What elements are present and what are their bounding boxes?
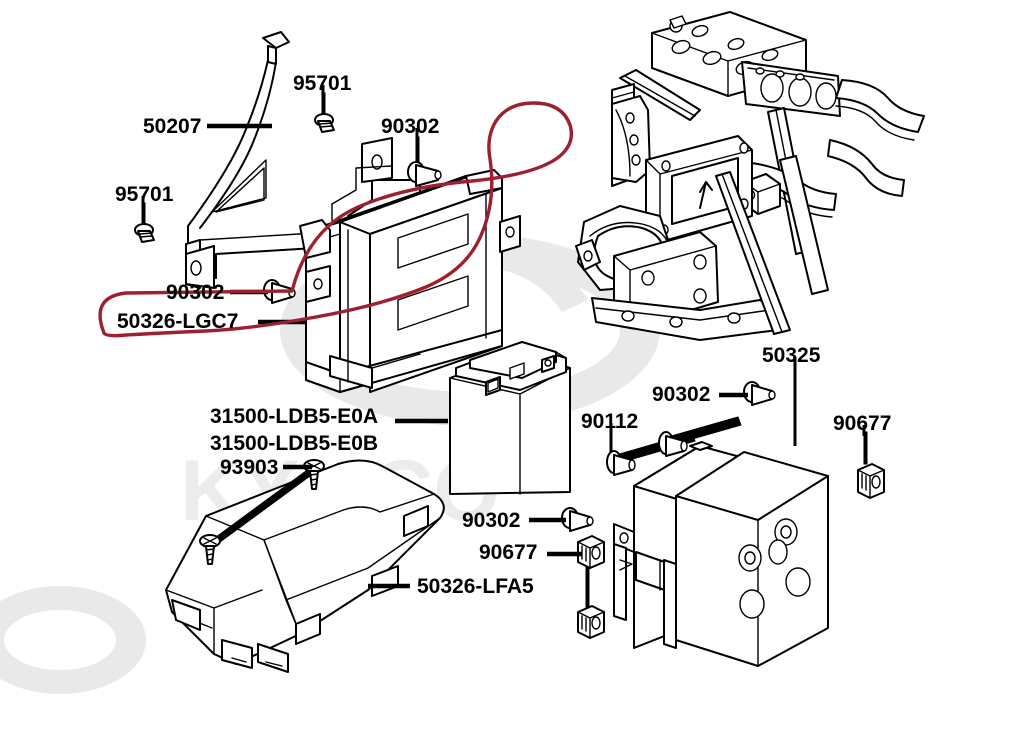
label-90677-right: 90677 [833,412,892,435]
label-50325: 50325 [762,344,821,367]
fastener-95701-top [314,92,335,133]
fastener-90302-right [743,381,776,406]
label-31500-ldb5-e0a: 31500-LDB5-E0A [210,405,379,428]
red-highlight-annotation [98,101,574,338]
label-95701-left: 95701 [115,183,174,206]
fastener-90302-bottom [561,507,594,532]
fastener-90677-bottom [577,535,605,639]
label-90112: 90112 [581,410,639,433]
part-50207-bracket [185,31,421,289]
label-90302-bottom: 90302 [462,509,521,532]
fastener-90112-bolts [606,416,742,476]
label-90677-bottom: 90677 [479,541,538,564]
label-90302-right: 90302 [652,383,711,406]
part-50325-ecu-case [613,441,829,667]
fastener-95701-left [134,202,155,243]
label-90302-left: 90302 [166,281,225,304]
frame-assembly-background [575,11,925,341]
fastener-90302-top [407,136,442,187]
label-31500-ldb5-e0b: 31500-LDB5-E0B [210,432,379,455]
label-95701-top: 95701 [293,72,352,95]
label-50326-lfa5: 50326-LFA5 [417,575,534,598]
fastener-93903-screws [199,459,325,565]
label-90302-top: 90302 [381,115,440,138]
label-50207: 50207 [143,115,202,138]
part-50326-lfa5-cover [165,459,445,673]
label-93903: 93903 [220,456,279,479]
fastener-90677-right [857,431,885,499]
label-50326-lgc7: 50326-LGC7 [117,310,239,333]
part-31500-battery [449,341,571,495]
